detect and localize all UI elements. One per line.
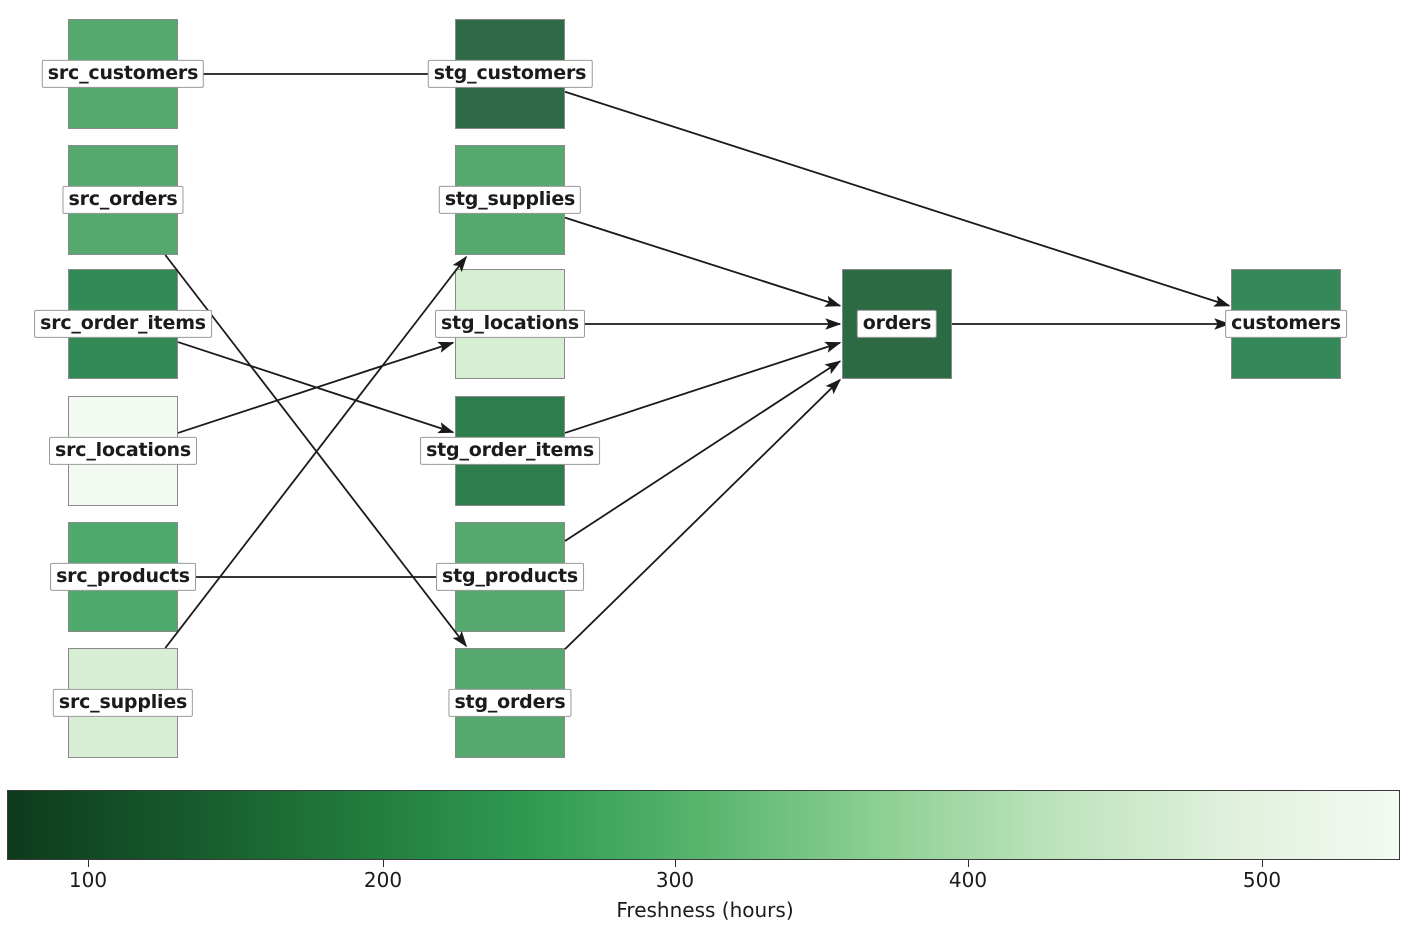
colorbar-gradient (7, 790, 1400, 860)
node-label-stg_order_items: stg_order_items (420, 436, 600, 466)
node-label-stg_products: stg_products (436, 562, 584, 592)
colorbar-tick-label-100: 100 (68, 868, 108, 892)
edge-src_order_items-to-stg_order_items (177, 341, 455, 434)
colorbar-tick-label-400: 400 (948, 868, 988, 892)
colorbar-tick-500 (1262, 860, 1263, 867)
edge-src_locations-to-stg_locations (177, 341, 455, 434)
node-label-src_order_items: src_order_items (34, 309, 212, 339)
edge-stg_orders-to-orders (564, 378, 842, 650)
node-label-customers: customers (1225, 309, 1347, 339)
colorbar-axis-label: Freshness (hours) (616, 898, 794, 922)
node-label-src_locations: src_locations (49, 436, 197, 466)
node-label-stg_supplies: stg_supplies (438, 185, 582, 215)
edge-stg_products-to-orders (564, 360, 842, 542)
node-label-stg_customers: stg_customers (427, 59, 593, 89)
node-label-stg_orders: stg_orders (448, 688, 572, 718)
edge-stg_supplies-to-orders (564, 216, 842, 307)
colorbar-tick-100 (88, 860, 89, 867)
edge-stg_order_items-to-orders (564, 341, 842, 434)
colorbar-tick-300 (675, 860, 676, 867)
colorbar-tick-400 (968, 860, 969, 867)
node-label-src_products: src_products (50, 562, 196, 592)
colorbar-tick-label-500: 500 (1242, 868, 1282, 892)
node-label-orders: orders (856, 309, 938, 339)
colorbar-tick-200 (383, 860, 384, 867)
colorbar: 100 200 300 400 500 Freshness (hours) (0, 780, 1410, 926)
node-label-stg_locations: stg_locations (434, 309, 586, 339)
node-label-src_customers: src_customers (41, 59, 205, 89)
edges-layer (164, 68, 1231, 650)
colorbar-tick-label-300: 300 (655, 868, 695, 892)
node-label-src_orders: src_orders (62, 185, 184, 215)
edge-paths (164, 68, 1231, 650)
node-label-src_supplies: src_supplies (52, 688, 194, 718)
colorbar-tick-label-200: 200 (363, 868, 403, 892)
